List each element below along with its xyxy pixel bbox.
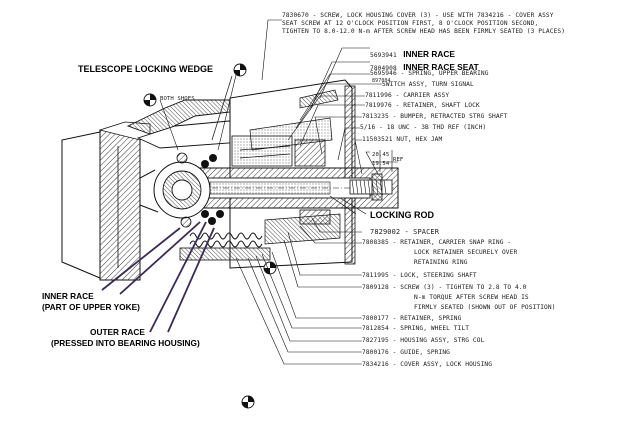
- callout-hex-jam-nut: 11503521 NUT, HEX JAM: [362, 136, 443, 143]
- callout-guide-spring: 7800176 - GUIDE, SPRING: [362, 349, 450, 356]
- outer-race-label: OUTER RACE (PRESSED INTO BEARING HOUSING…: [51, 327, 200, 348]
- callout-lock-housing-screw-line2: SEAT SCREW AT 12 O'CLOCK POSITION FIRST,…: [282, 20, 539, 28]
- callout-bumper: 7813235 - BUMPER, RETRACTED STRG SHAFT: [362, 113, 508, 120]
- callout-cover-assy: 7834216 - COVER ASSY, LOCK HOUSING: [362, 361, 493, 368]
- race-pointer-lines: [101, 221, 215, 333]
- lubricate-symbol-bottom: [241, 395, 255, 409]
- outer-race-line2: (PRESSED INTO BEARING HOUSING): [51, 338, 200, 349]
- inner-race-yoke-label: INNER RACE (PART OF UPPER YOKE): [42, 292, 140, 312]
- inner-race-seat-label: INNER RACE SEAT: [403, 62, 479, 72]
- callout-spring-wheel-tilt: 7812854 - SPRING, WHEEL TILT: [362, 325, 470, 332]
- callout-switch-assy-label: SWITCH ASSY, TURN SIGNAL: [382, 81, 474, 88]
- callout-lock-steering-shaft: 7811995 - LOCK, STEERING SHAFT: [362, 272, 477, 279]
- callout-lock-housing-screw: 7830670 - SCREW, LOCK HOUSING COVER (3) …: [282, 12, 566, 36]
- inner-race-yoke-line2: (PART OF UPPER YOKE): [42, 302, 140, 313]
- callout-retainer-carrier-line1: 7808385 - RETAINER, CARRIER SNAP RING -: [362, 239, 512, 246]
- left-cover-outline: [61, 131, 101, 279]
- lubricate-symbol-left: [143, 93, 157, 107]
- callout-spring-upper-bearing: 5695946 - SPRING, UPPER BEARING: [370, 70, 489, 77]
- callout-retainer-carrier-line2: LOCK RETAINER SECURELY OVER: [414, 249, 518, 257]
- leader-lines: [159, 19, 382, 365]
- switch-stack: [231, 135, 331, 225]
- inner-race-label: INNER RACE: [403, 49, 455, 59]
- lubricate-symbol-top: [233, 63, 247, 77]
- callout-screw-tighten: 7809128 - SCREW (3) - TIGHTEN TO 2.8 TO …: [362, 284, 556, 312]
- outer-race-line1: OUTER RACE: [90, 327, 145, 337]
- callout-inner-race: 5693941 INNER RACE: [370, 45, 455, 61]
- callout-inner-race-seat: 7804908 INNER RACE SEAT: [370, 58, 479, 74]
- inner-race-seat-part-number: 7804908: [370, 65, 397, 72]
- inner-race-yoke-line1: INNER RACE: [42, 291, 94, 301]
- wheel-tilt-spring: [179, 232, 271, 261]
- callout-screw-tighten-line1: 7809128 - SCREW (3) - TIGHTEN TO 2.8 TO …: [362, 284, 527, 291]
- inner-race-part-number: 5693941: [370, 52, 397, 59]
- dimension-marks: [372, 150, 398, 172]
- dimension-bottom-value: 19.54: [372, 161, 390, 167]
- callout-lock-housing-screw-line1: 7830670 - SCREW, LOCK HOUSING COVER (3) …: [282, 12, 554, 19]
- callout-thread-ref: 5/16 - 18 UNC - 3B THD REF (INCH): [360, 124, 487, 131]
- callout-retainer-spring: 7800177 - RETAINER, SPRING: [362, 315, 462, 322]
- callout-carrier-assy: 7811996 - CARRIER ASSY: [365, 92, 450, 99]
- dimension-ref: REF: [393, 157, 404, 163]
- wedge-pointer: [211, 75, 233, 141]
- locking-rod-label: LOCKING ROD: [370, 210, 434, 220]
- callout-housing-assy: 7827195 - HOUSING ASSY, STRG COL: [362, 337, 485, 344]
- wheel-hub-section: [98, 121, 151, 281]
- callout-lock-housing-screw-line3: TIGHTEN TO 8.0-12.0 N-m AFTER SCREW HEAD…: [282, 28, 566, 36]
- callout-retainer-shaft-lock: 7819976 - RETAINER, SHAFT LOCK: [365, 102, 480, 109]
- callout-retainer-carrier: 7808385 - RETAINER, CARRIER SNAP RING - …: [362, 239, 518, 267]
- callout-switch-assy-number: 897004: [372, 78, 391, 84]
- dimension-top-value: 20.45: [372, 152, 390, 158]
- both-shoes-label: BOTH SHOES: [160, 96, 195, 102]
- callout-screw-tighten-line3: FIRMLY SEATED (SHOWN OUT OF POSITION): [414, 304, 556, 312]
- locking-rod-pointer: [329, 195, 357, 215]
- bearing-cluster: [139, 152, 224, 228]
- threaded-end: [349, 173, 393, 201]
- telescope-locking-wedge-label: TELESCOPE LOCKING WEDGE: [78, 64, 214, 74]
- callout-screw-tighten-line2: N-m TORQUE AFTER SCREW HEAD IS: [414, 294, 529, 302]
- callout-spacer: 7829002 - SPACER: [370, 228, 440, 236]
- callout-retainer-carrier-line3: RETAINING RING: [414, 259, 468, 267]
